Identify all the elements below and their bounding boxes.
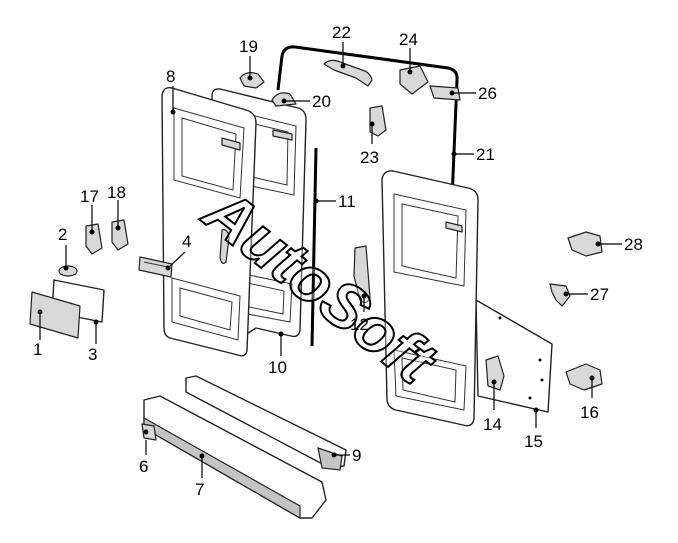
callout-21: 21 [476,145,495,164]
part-7-lower-rail [143,395,327,520]
part-6-end-cap [141,423,157,441]
callout-3: 3 [88,345,97,364]
part-17-handle [85,223,103,255]
part-22-rod-clip [323,59,373,87]
callout-23: 23 [360,148,379,167]
callout-2: 2 [58,225,67,244]
callout-labels: 1 2 3 4 6 7 8 9 10 11 12 14 15 [33,23,643,499]
callout-7: 7 [195,480,204,499]
callout-22: 22 [332,23,351,42]
right-rear-door [381,170,479,427]
callout-17: 17 [80,187,99,206]
callout-27: 27 [590,285,609,304]
callout-19: 19 [239,37,258,56]
part-24-bracket [399,65,429,95]
callout-28: 28 [624,235,643,254]
callout-18: 18 [107,183,126,202]
callout-20: 20 [312,92,331,111]
part-2-cap [58,265,78,277]
part-9-upper-rail [185,375,347,471]
callout-9: 9 [352,446,361,465]
callout-16: 16 [580,403,599,422]
part-12-lock [353,245,371,304]
part-21-door-seal [280,45,459,201]
part-27-striker [549,283,571,307]
callout-6: 6 [139,457,148,476]
callout-14: 14 [483,415,502,434]
callout-15: 15 [524,432,543,451]
part-18-handle [111,219,129,251]
part-23-latch [369,105,387,137]
callout-11: 11 [338,192,356,211]
callout-4: 4 [182,232,191,251]
callout-8: 8 [166,67,175,86]
part-8-left-door [161,86,257,357]
part-4-badge-detail [143,261,169,268]
part-28-bracket [567,231,603,257]
callout-12: 12 [350,315,369,334]
callout-26: 26 [478,84,497,103]
part-4-badge [138,256,173,278]
callout-10: 10 [268,358,287,377]
part-14-hinge [485,355,505,391]
part-16-hinge [565,363,603,391]
part-11-vertical-rod [310,147,318,347]
callout-24: 24 [399,30,418,49]
part-21-seal-left [276,55,284,91]
part-15-trim-panel [475,299,553,413]
callout-1: 1 [33,340,42,359]
part-1-plate [29,291,81,339]
part-26-plate [429,85,461,101]
part-19-clip [239,72,265,89]
